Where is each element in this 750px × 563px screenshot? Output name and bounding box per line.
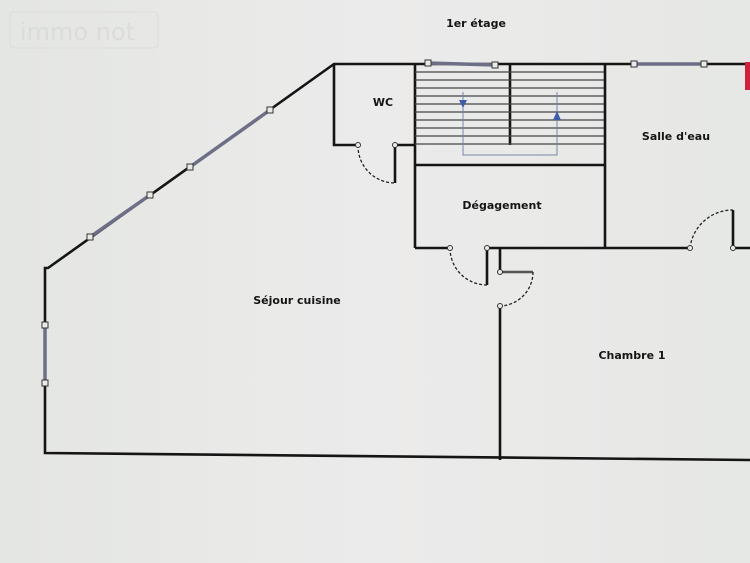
wc-room: WC (332, 64, 415, 184)
window (88, 193, 152, 239)
door-swing (357, 144, 396, 184)
arrow-up-icon (553, 111, 561, 120)
room-label-wc: WC (373, 96, 393, 109)
room-label-sejour: Séjour cuisine (253, 294, 341, 307)
room-label-chambre: Chambre 1 (598, 349, 665, 362)
interior-walls (415, 209, 750, 460)
red-marker (745, 62, 750, 90)
floor-title: 1er étage (446, 17, 506, 30)
arrow-down-icon (459, 100, 467, 108)
watermark-logo: immo not (9, 11, 159, 49)
window (427, 61, 496, 67)
room-label-degagement: Dégagement (462, 199, 541, 212)
window (188, 108, 272, 169)
room-label-salle-eau: Salle d'eau (642, 130, 710, 143)
windows (41, 59, 708, 387)
svg-text:immo not: immo not (20, 18, 135, 46)
staircase (413, 64, 605, 248)
degagement-room: Dégagement (415, 64, 607, 248)
